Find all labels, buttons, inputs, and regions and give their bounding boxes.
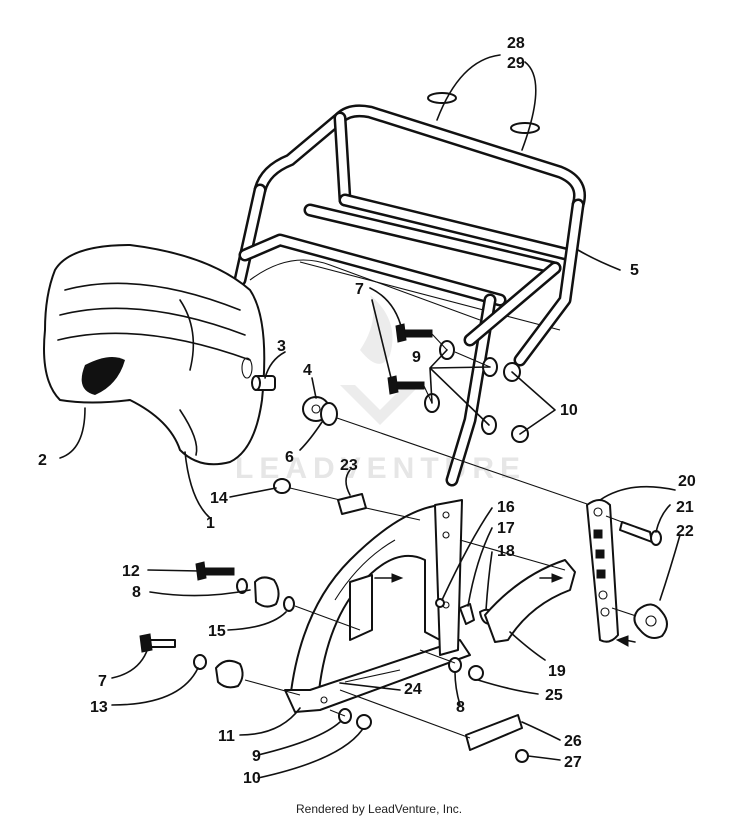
screw-part-16: [435, 598, 445, 608]
plate-part-26: [465, 714, 523, 751]
callout-29: 29: [507, 55, 525, 72]
callout-22: 22: [676, 523, 694, 540]
callout-12: 12: [122, 563, 140, 580]
callout-15: 15: [208, 623, 226, 640]
callout-9: 9: [412, 349, 421, 366]
callout-28: 28: [507, 35, 525, 52]
nut-part-14: [273, 478, 291, 494]
bolt-part-21: [605, 515, 662, 546]
leader-lines: [59, 54, 681, 779]
washer-part-6: [320, 402, 338, 426]
callout-18: 18: [497, 543, 515, 560]
callout-23: 23: [340, 457, 358, 474]
mounting-hardware-upper: [387, 323, 529, 443]
callout-20: 20: [678, 473, 696, 490]
bracket-frame-part-11: [284, 499, 471, 713]
callout-10: 10: [560, 402, 578, 419]
backrest-cushion-part-2: [43, 244, 266, 466]
callout-25: 25: [545, 687, 563, 704]
knob-part-22: [611, 603, 668, 639]
callout-8b: 8: [456, 699, 465, 716]
callout-24: 24: [404, 681, 422, 698]
pad-part-19: [484, 559, 576, 643]
callout-2: 2: [38, 452, 47, 469]
callout-16: 16: [497, 499, 515, 516]
callout-27: 27: [564, 754, 582, 771]
footer-credit: Rendered by LeadVenture, Inc.: [296, 802, 462, 816]
pad-assembly: [435, 539, 576, 643]
callout-5: 5: [630, 262, 639, 279]
end-cap-28: [427, 92, 457, 104]
screw-part-27: [515, 749, 529, 763]
end-cap-29: [510, 122, 540, 134]
callout-9b: 9: [252, 748, 261, 765]
callout-19: 19: [548, 663, 566, 680]
callout-10b: 10: [243, 770, 261, 787]
nut-and-clip: [273, 478, 421, 521]
rack-part-5: [233, 92, 586, 487]
nut-part-25: [468, 665, 484, 681]
callout-8: 8: [132, 584, 141, 601]
washer-part-15: [283, 596, 295, 612]
callout-4: 4: [303, 362, 312, 379]
callout-11: 11: [218, 728, 235, 745]
nut-part-10c: [356, 714, 372, 730]
washer-part-8: [236, 578, 248, 594]
callout-13: 13: [90, 699, 108, 716]
lower-left-hardware: [139, 561, 361, 696]
callout-labels: 28 29 5 7 9 10 3 4 6 2 1 23 14 20 21 22 …: [38, 35, 696, 787]
callout-7b: 7: [98, 673, 107, 690]
callout-7: 7: [355, 281, 364, 298]
callout-1: 1: [206, 515, 215, 532]
washer-part-13: [193, 654, 207, 670]
watermark: LEADVENTURE: [235, 295, 520, 485]
washer-part-8b: [448, 657, 462, 673]
callout-3: 3: [277, 338, 286, 355]
callout-6: 6: [285, 449, 294, 466]
lower-right-hardware: [329, 649, 529, 763]
callout-14: 14: [210, 490, 228, 507]
clip-part-17: [459, 603, 475, 625]
callout-21: 21: [676, 499, 694, 516]
spacer-and-washers: [251, 375, 591, 506]
callout-26: 26: [564, 733, 582, 750]
clip-part-23: [337, 493, 367, 515]
callout-17: 17: [497, 520, 515, 537]
adjuster-strap-part-20: [586, 499, 636, 647]
